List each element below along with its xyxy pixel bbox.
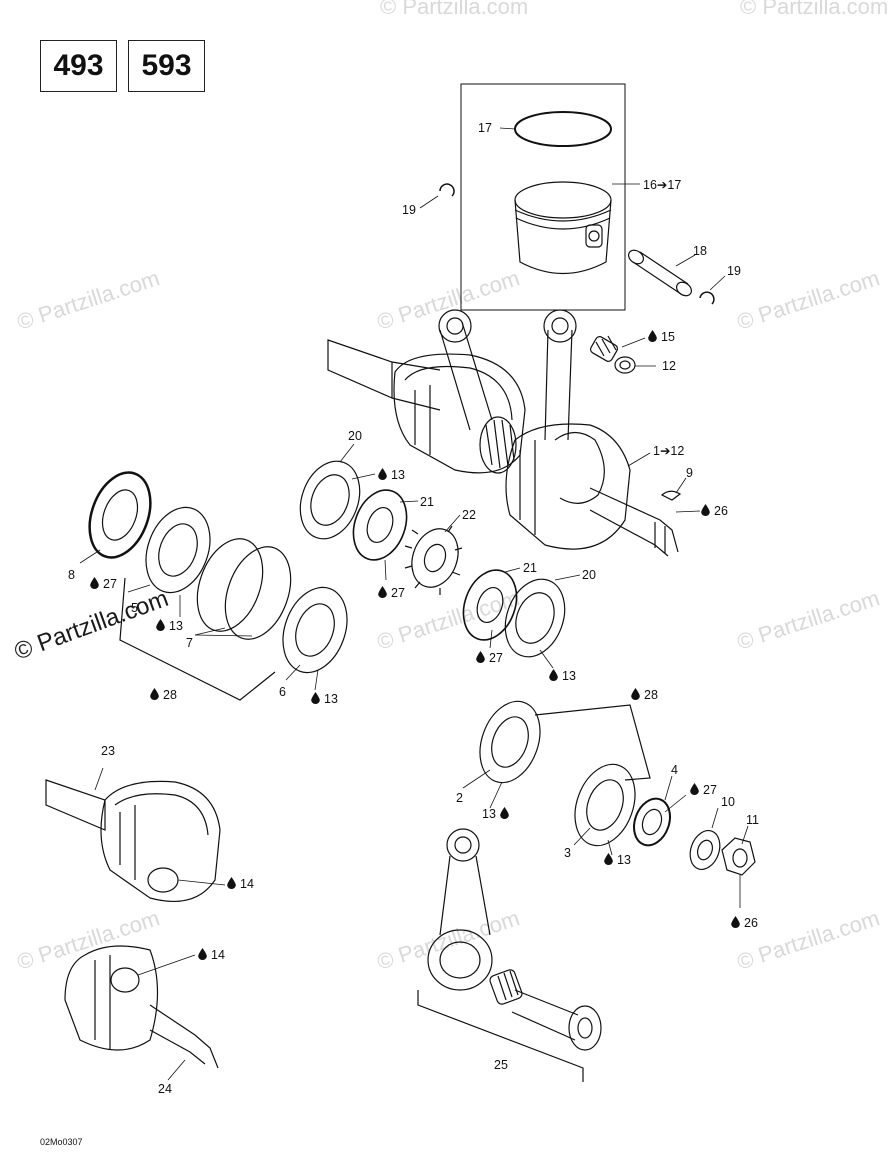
callout-13: 13 [324,692,338,706]
callout-1: 1➔12 [653,444,684,458]
crankshaft-assembly [327,309,682,557]
callout-14: 14 [211,948,225,962]
svg-text:© Partzilla.com: © Partzilla.com [14,265,163,335]
callout-25: 25 [494,1058,508,1072]
lubricant-drop-icon [690,783,699,795]
callout-26: 26 [714,504,728,518]
svg-text:© Partzilla.com: © Partzilla.com [734,585,883,655]
lubricant-drop-icon [476,651,485,663]
callout-6: 6 [279,685,286,699]
callout-9: 9 [686,466,693,480]
callout-13: 13 [169,619,183,633]
callout-27: 27 [703,783,717,797]
callout-26: 26 [744,916,758,930]
lubricant-drop-icon [378,468,387,480]
callout-15: 15 [661,330,675,344]
callout-24: 24 [158,1082,172,1096]
lubricant-drop-icon [549,669,558,681]
leader-lines [79,127,749,1081]
callout-labels: 17 16➔17 19 18 19 15 12 1➔12 9 26 20 13 … [68,121,759,1096]
callout-21: 21 [523,561,537,575]
lubricant-drop-icon [227,877,236,889]
callout-18: 18 [693,244,707,258]
callout-11: 11 [746,813,759,827]
callout-13: 13 [562,669,576,683]
callout-12: 12 [662,359,676,373]
svg-text:© Partzilla.com: © Partzilla.com [740,0,888,19]
lubricant-drop-icon [648,330,657,342]
callout-21: 21 [420,495,434,509]
callout-27: 27 [391,586,405,600]
lubricant-drop-icon [500,807,509,819]
callout-4: 4 [671,763,678,777]
callout-20: 20 [348,429,362,443]
callout-19: 19 [402,203,416,217]
lubricant-drop-icon [311,692,320,704]
lubricant-drop-icon [156,619,165,631]
watermark-layer: © Partzilla.com © Partzilla.com © Partzi… [14,0,888,975]
svg-text:© Partzilla.com: © Partzilla.com [374,265,523,335]
callout-7: 7 [186,636,193,650]
lubricant-drop-icon [378,586,387,598]
callout-28: 28 [644,688,658,702]
svg-text:© Partzilla.com: © Partzilla.com [380,0,528,19]
callout-23: 23 [101,744,115,758]
callout-19: 19 [727,264,741,278]
model-badge-493: 493 [40,40,117,92]
piston-kit [439,83,715,311]
callout-16: 16➔17 [643,178,681,192]
lubricant-drop-icon [90,577,99,589]
crankshaft-halves [45,779,221,1069]
lubricant-drop-icon [731,916,740,928]
callout-14: 14 [240,877,254,891]
lubricant-drop-icon [198,948,207,960]
callout-27: 27 [489,651,503,665]
callout-13: 13 [391,468,405,482]
callout-10: 10 [721,795,735,809]
lubricant-drop-icon [150,688,159,700]
lubricant-drop-icon [701,504,710,516]
callout-5: 5 [131,601,138,615]
drawing-reference: 02Mo0307 [40,1137,83,1147]
callout-17: 17 [478,121,492,135]
callout-22: 22 [462,508,476,522]
lower-right-parts [479,700,756,876]
connecting-rod-kit [417,828,602,1082]
callout-20: 20 [582,568,596,582]
model-badge-593: 593 [128,40,205,92]
callout-8: 8 [68,568,75,582]
svg-text:© Partzilla.com: © Partzilla.com [374,905,523,975]
svg-text:© Partzilla.com: © Partzilla.com [734,265,883,335]
callout-2: 2 [456,791,463,805]
callout-13: 13 [617,853,631,867]
bearings-seals [88,460,566,701]
callout-27: 27 [103,577,117,591]
callout-13: 13 [482,807,496,821]
lubricant-drop-icon [604,853,613,865]
callout-3: 3 [564,846,571,860]
lubricant-drop-icon [631,688,640,700]
callout-28: 28 [163,688,177,702]
svg-text:© Partzilla.com: © Partzilla.com [14,905,163,975]
